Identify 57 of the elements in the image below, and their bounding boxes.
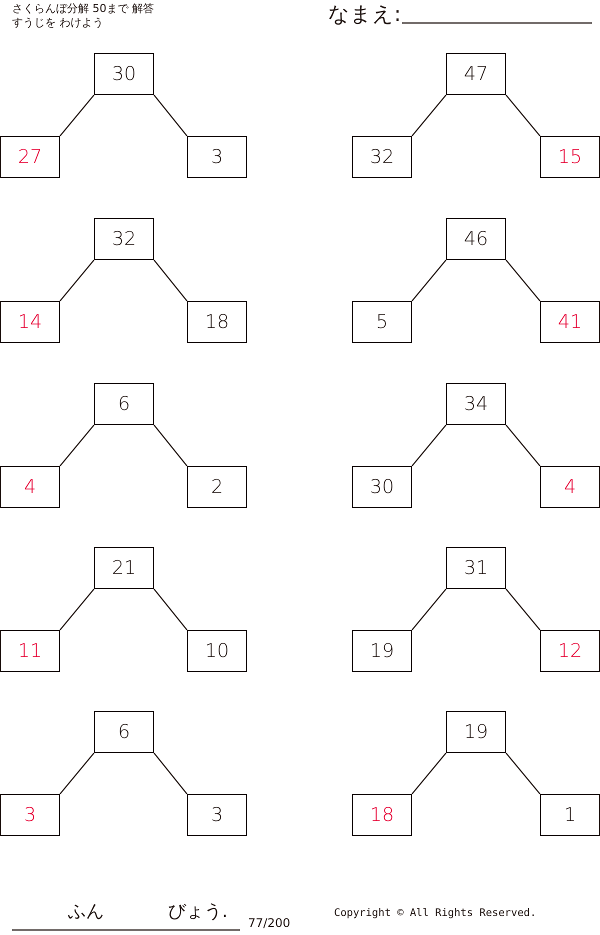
number-box: 15 — [540, 136, 600, 178]
connector-line — [154, 260, 188, 302]
minutes-label: ふん — [68, 900, 104, 924]
number-box: 30 — [94, 53, 154, 95]
number-box: 46 — [446, 218, 506, 260]
number-box: 12 — [540, 630, 600, 672]
number-box: 41 — [540, 301, 600, 343]
number-box: 2 — [187, 466, 247, 508]
connector-line — [506, 424, 540, 466]
connector-line — [154, 752, 188, 794]
number-box: 10 — [187, 630, 247, 672]
number-box: 4 — [0, 466, 60, 508]
number-box: 47 — [446, 53, 506, 95]
seconds-label: びょう. — [168, 900, 228, 924]
number-box: 11 — [0, 630, 60, 672]
connector-line — [506, 588, 540, 630]
connector-line — [60, 94, 94, 136]
connector-line — [60, 260, 94, 302]
connector-line — [412, 260, 446, 302]
number-box: 6 — [94, 383, 154, 425]
subtitle: すうじを わけよう — [12, 16, 104, 29]
number-box: 32 — [94, 218, 154, 260]
connector-line — [506, 94, 540, 136]
connector-line — [154, 94, 188, 136]
connector-line — [60, 752, 94, 794]
connector-line — [412, 588, 446, 630]
number-box: 18 — [352, 794, 412, 836]
number-box: 14 — [0, 301, 60, 343]
number-box: 31 — [446, 547, 506, 589]
number-box: 18 — [187, 301, 247, 343]
number-box: 32 — [352, 136, 412, 178]
number-box: 30 — [352, 466, 412, 508]
connector-line — [154, 424, 188, 466]
name-label: なまえ: — [328, 1, 402, 27]
number-box: 4 — [540, 466, 600, 508]
number-box: 3 — [187, 794, 247, 836]
number-box: 21 — [94, 547, 154, 589]
number-box: 27 — [0, 136, 60, 178]
connector-line — [60, 588, 94, 630]
number-box: 19 — [446, 711, 506, 753]
number-box: 34 — [446, 383, 506, 425]
connector-line — [412, 94, 446, 136]
connector-line — [506, 752, 540, 794]
number-box: 5 — [352, 301, 412, 343]
number-box: 19 — [352, 630, 412, 672]
page-number: 77/200 — [248, 916, 290, 930]
number-box: 1 — [540, 794, 600, 836]
connector-line — [412, 424, 446, 466]
connector-line — [412, 752, 446, 794]
number-box: 3 — [187, 136, 247, 178]
connector-line — [506, 260, 540, 302]
number-box: 3 — [0, 794, 60, 836]
connector-line — [60, 424, 94, 466]
copyright-notice: Copyright © All Rights Reserved. — [334, 907, 536, 920]
connector-line — [154, 588, 188, 630]
worksheet-title: さくらんぼ分解 50まで 解答 — [12, 2, 154, 15]
number-box: 6 — [94, 711, 154, 753]
